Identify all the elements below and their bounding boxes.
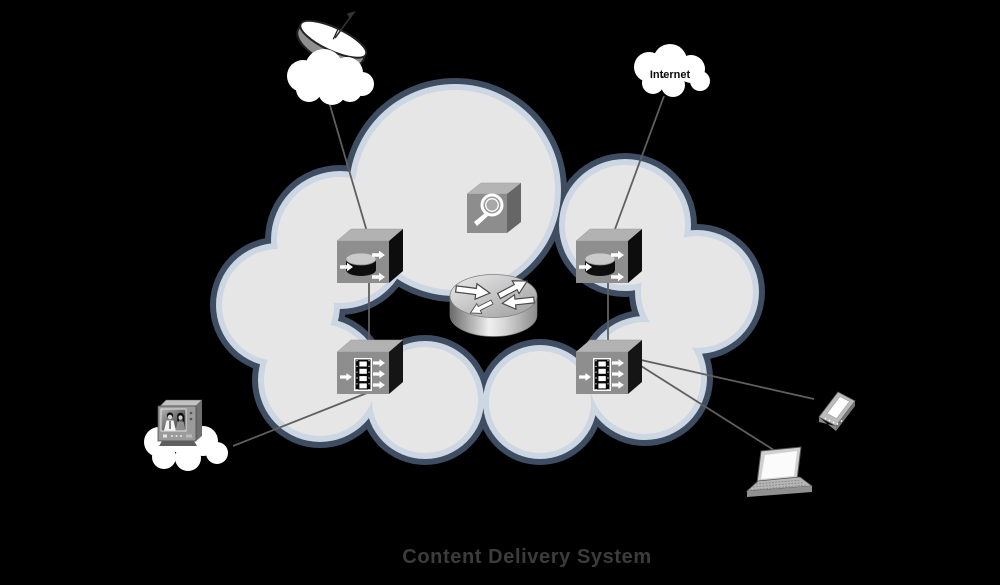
media-engine-left-icon <box>337 340 403 394</box>
pda-icon <box>818 391 856 431</box>
link-media-pda <box>640 359 815 400</box>
link-media-tv <box>232 390 373 447</box>
pda-screen <box>826 396 850 419</box>
router-icon <box>449 274 538 337</box>
media-engine-right-icon <box>576 340 642 394</box>
laptop-screen <box>761 451 797 479</box>
internet-label: Internet <box>650 69 691 81</box>
laptop-icon <box>745 446 814 497</box>
tv-broadcast-icon <box>157 399 203 446</box>
content-switch-left-icon <box>337 229 403 283</box>
link-satellite-switch <box>326 94 371 243</box>
content-switch-right-icon <box>576 229 642 283</box>
content-engine-icon <box>466 182 522 233</box>
diagram-title: Content Delivery System <box>402 546 651 568</box>
link-internet-switch <box>610 95 665 241</box>
satellite-cloud <box>287 49 374 105</box>
network-cloud <box>210 78 765 465</box>
links <box>232 94 815 453</box>
link-media-laptop <box>640 365 778 453</box>
internet-cloud: Internet <box>634 44 710 97</box>
